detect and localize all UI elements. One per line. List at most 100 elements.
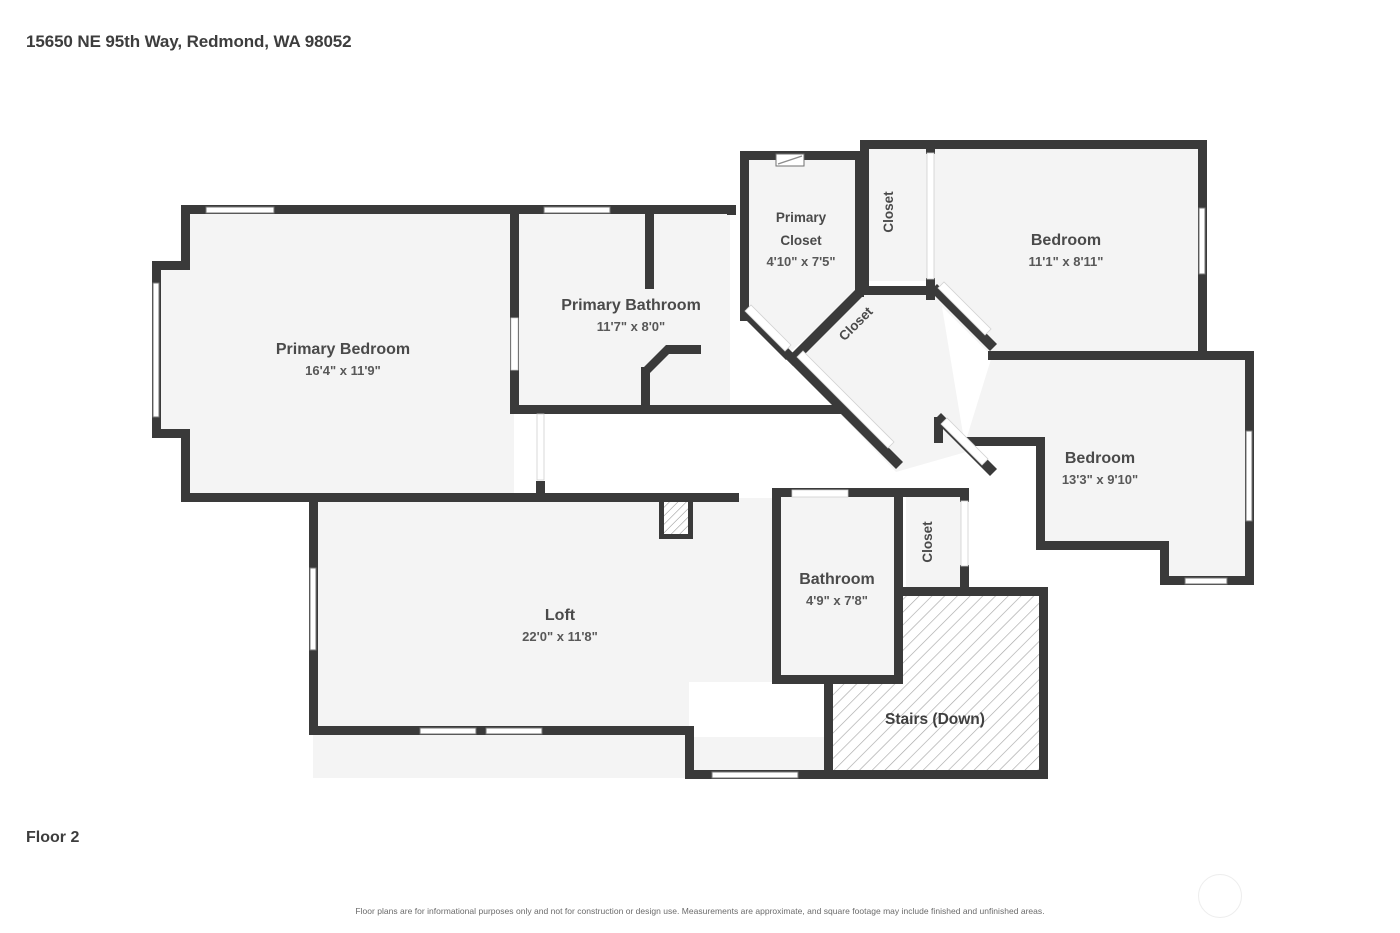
wall-closet-upper-left: [860, 140, 869, 295]
wall-bedroom-lower-notch-left: [1036, 437, 1045, 550]
wall-bedroom-lower-left-stub: [960, 437, 1040, 446]
wall-pb-left-upper: [181, 205, 190, 265]
wall-pbath-stub-vertical: [645, 214, 654, 289]
label-bedroom-upper-name: Bedroom: [1031, 232, 1101, 249]
wall-bedroom-lower-top: [988, 351, 1254, 360]
door-bedroom-lower-diagonal: [940, 417, 989, 466]
window-loft-bottom-right: [711, 771, 799, 779]
label-primary-bathroom-name: Primary Bathroom: [561, 297, 701, 314]
room-fill-bedroom-upper: [928, 148, 1201, 356]
room-fill-bedroom-lower: [966, 356, 1251, 581]
door-closet-lower: [960, 500, 969, 567]
disclaimer-text: Floor plans are for informational purpos…: [355, 906, 1045, 916]
wall-pb-door-jamb2: [536, 481, 545, 502]
room-fill-primary-bedroom: [156, 209, 514, 498]
wall-loft-right-v: [685, 726, 694, 779]
door-bathroom-top: [791, 489, 849, 498]
wall-chase-left: [659, 497, 664, 539]
watermark-circle-icon: [1198, 874, 1242, 918]
room-fills: [156, 148, 1251, 778]
wall-bedroom-lower-notch-top: [1036, 541, 1169, 550]
label-loft-name: Loft: [545, 607, 576, 624]
wall-stairs-bottom: [824, 770, 1048, 779]
label-primary-bedroom-dim: 16'4" x 11'9": [305, 363, 381, 378]
wall-stairs-top: [894, 587, 1048, 596]
wall-pb-bay-bottom: [152, 429, 190, 438]
window-pb-bay-left: [152, 282, 160, 418]
window-pcloset-top-diag: [777, 155, 803, 165]
room-labels: Primary Bedroom 16'4" x 11'9" Primary Ba…: [276, 191, 1138, 728]
wall-bedroom-lower-notch-right: [1160, 541, 1169, 585]
window-bedroom-lower-bottom: [1184, 577, 1228, 585]
room-fill-primary-closet: [744, 157, 858, 357]
wall-pbath-counter-diag: [644, 345, 672, 373]
wall-bedroom-upper-top: [860, 140, 1207, 149]
door-bedroom-upper-diagonal: [937, 281, 992, 336]
room-fill-closet-diagonal: [788, 289, 966, 472]
chase-hatch: [663, 500, 689, 536]
label-loft-dim: 22'0" x 11'8": [522, 629, 598, 644]
door-pcloset-diagonal: [744, 304, 792, 352]
wall-closet-lower-right-top: [960, 488, 969, 502]
wall-chase-bottom: [659, 534, 693, 539]
label-bedroom-lower-dim: 13'3" x 9'10": [1062, 472, 1138, 487]
door-closetdiag-front: [796, 350, 895, 449]
room-fill-loft: [313, 498, 828, 778]
label-bathroom-dim: 4'9" x 7'8": [806, 593, 868, 608]
label-stairs-down: Stairs (Down): [885, 711, 985, 728]
label-primary-closet-name-2: Closet: [780, 233, 822, 248]
room-fill-hall-strip: [689, 498, 778, 682]
wall-closetdiag-bottomleft: [786, 352, 903, 469]
wall-closet-lower-right-bot: [960, 565, 969, 596]
label-primary-closet-name-1: Primary: [776, 210, 827, 225]
room-fill-bathroom: [778, 494, 898, 682]
wall-stairs-left-v: [824, 675, 833, 775]
chase-vent: [663, 500, 689, 536]
window-pb-top: [205, 206, 275, 214]
wall-stairs-right: [1039, 587, 1048, 779]
wall-closetdiag-topright: [930, 284, 997, 351]
wall-closet-lower-top: [894, 488, 969, 497]
page-title: 15650 NE 95th Way, Redmond, WA 98052: [26, 32, 352, 51]
label-bedroom-lower-name: Bedroom: [1065, 450, 1135, 467]
wall-pb-left-lower: [181, 429, 190, 502]
door-pb-to-loft: [536, 413, 545, 481]
wall-loft-top: [309, 493, 739, 502]
wall-chase-right: [688, 497, 693, 539]
label-bedroom-upper-dim: 11'1" x 8'11": [1029, 254, 1104, 269]
label-primary-bathroom-dim: 11'7" x 8'0": [597, 319, 665, 334]
doors: [510, 152, 992, 567]
door-closet-upper: [926, 152, 935, 280]
wall-closetdiag-jog: [934, 417, 943, 443]
window-loft-bottom-1: [419, 727, 477, 735]
windows: [152, 153, 1253, 779]
wall-pb-bay-top: [152, 261, 190, 270]
window-loft-bottom-2: [485, 727, 543, 735]
stairs-region: [828, 596, 1045, 778]
window-bedroom-upper-right: [1198, 207, 1206, 275]
wall-bathroom-left: [772, 488, 781, 684]
room-fill-primary-bathroom: [514, 209, 730, 409]
floor-label: Floor 2: [26, 829, 80, 846]
wall-pbath-counter-v: [641, 367, 650, 409]
wall-bathroom-right: [894, 488, 903, 684]
window-bedroom-lower-right: [1245, 430, 1253, 522]
door-pbath-left: [510, 317, 519, 371]
wall-pb-top: [181, 205, 732, 214]
label-primary-bedroom-name: Primary Bedroom: [276, 341, 410, 358]
label-bathroom-name: Bathroom: [799, 571, 875, 588]
window-pbath-top: [543, 206, 611, 214]
stairs-hatch-fill: [828, 596, 1045, 778]
wall-pb-pbath-divider: [510, 205, 519, 414]
window-loft-left: [309, 567, 317, 651]
room-fill-closet-upper: [864, 148, 928, 281]
wall-closet-upper-bottom: [860, 286, 934, 295]
wall-stairs-left-h: [772, 675, 828, 684]
label-closet-upper: Closet: [881, 191, 896, 233]
wall-closetdiag-topleft: [786, 290, 862, 366]
wall-pcloset-left: [740, 151, 749, 321]
window-pcloset-top-group: [775, 153, 805, 167]
room-fill-closet-lower: [906, 494, 963, 592]
